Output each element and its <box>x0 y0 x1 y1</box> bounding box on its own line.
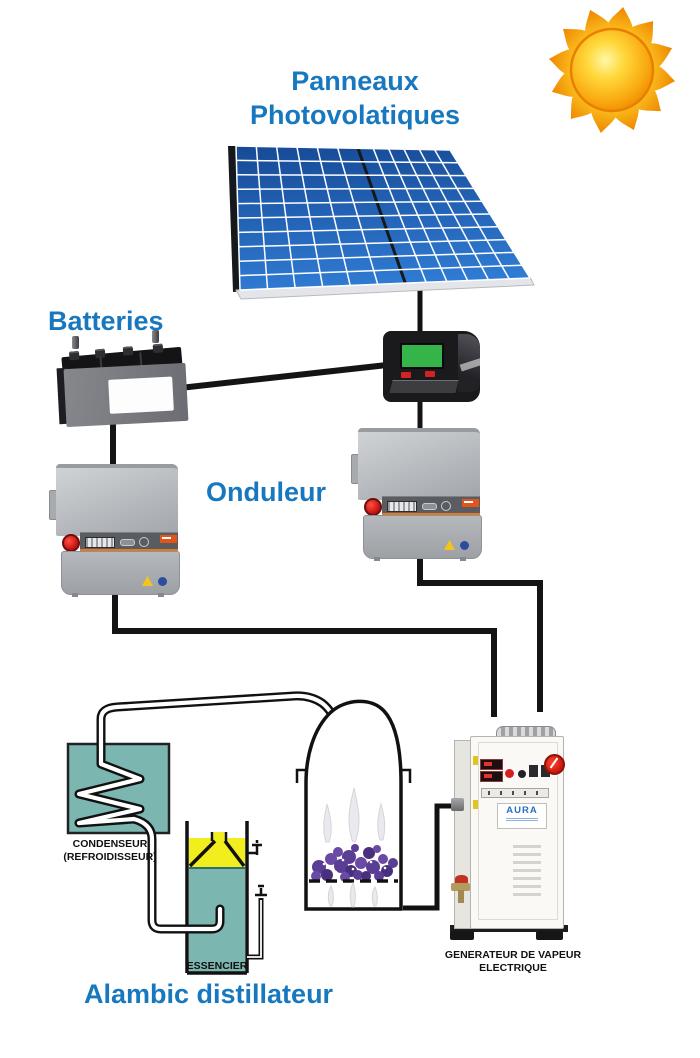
steam-wisps <box>323 787 386 843</box>
label-alambic: Alambic distillateur <box>84 979 334 1009</box>
battery-terminal-left <box>72 336 79 349</box>
solar-panel <box>228 145 535 334</box>
generator-black-button <box>518 770 526 778</box>
panel-grid <box>235 145 531 291</box>
steam-generator: AURA <box>450 720 570 942</box>
alambic-assembly <box>66 691 462 975</box>
upper-tap-icon <box>247 840 262 855</box>
warning-triangle-icon <box>444 540 455 550</box>
page-title: Panneaux Photovolatiques <box>180 64 530 132</box>
label-generateur: GENERATEUR DE VAPEUR ELECTRIQUE <box>444 949 582 974</box>
generator-brand: AURA <box>506 805 538 816</box>
generator-red-button <box>505 769 514 778</box>
wire-left-inverter-to-generator <box>112 592 497 717</box>
lower-steam-wisps <box>327 881 378 908</box>
controller-button-1 <box>401 372 411 378</box>
vessel-flanges <box>295 768 412 783</box>
essencier <box>185 821 267 975</box>
inverter-display <box>85 537 115 548</box>
wire-battery-to-controller <box>170 362 388 392</box>
steam-feed-pipe <box>403 803 462 911</box>
pipe-fitting <box>451 798 464 811</box>
wire-right-inverter-to-generator <box>417 556 543 712</box>
generator-display-1 <box>480 759 503 770</box>
inverter-knob <box>364 498 382 516</box>
title-line2: Photovolatiques <box>249 100 460 130</box>
label-condenseur: CONDENSEUR (REFROIDISSEUR) <box>63 838 157 863</box>
inverter-control-strip <box>80 532 178 550</box>
sun-icon <box>548 6 676 134</box>
warning-triangle-icon <box>142 576 153 586</box>
generator-vents <box>513 845 541 899</box>
inverter-knob <box>62 534 80 552</box>
battery <box>50 330 190 430</box>
charge-controller <box>383 331 480 402</box>
distillation-vessel <box>295 699 412 911</box>
inverter-display <box>387 501 417 512</box>
battery-terminal-right <box>152 330 159 343</box>
funnel <box>188 839 246 868</box>
label-essencier: ESSENCIER <box>186 960 248 972</box>
battery-front <box>63 362 189 428</box>
drain-pipe <box>247 898 264 960</box>
label-onduleur: Onduleur <box>206 477 326 507</box>
generator-brand-plate: AURA <box>497 803 547 829</box>
oil-layer <box>189 838 245 868</box>
blue-badge-icon <box>460 541 469 550</box>
drain-valve-icon <box>455 875 468 884</box>
blue-badge-icon <box>158 577 167 586</box>
generator-power-knob <box>544 754 565 775</box>
title-line1: Panneaux <box>291 66 419 96</box>
essencier-walls <box>185 821 249 975</box>
controller-button-2 <box>425 371 435 377</box>
label-batteries: Batteries <box>48 306 164 336</box>
inverter-control-strip <box>382 496 480 514</box>
generator-display-2 <box>480 771 503 782</box>
inverter-right <box>351 422 482 561</box>
condenser-pipe <box>74 691 347 934</box>
inverter-left <box>49 458 180 597</box>
generator-switch-row <box>481 788 549 798</box>
battery-label-plate <box>108 376 174 414</box>
controller-screen <box>400 343 444 369</box>
lower-tap-icon <box>255 884 267 897</box>
